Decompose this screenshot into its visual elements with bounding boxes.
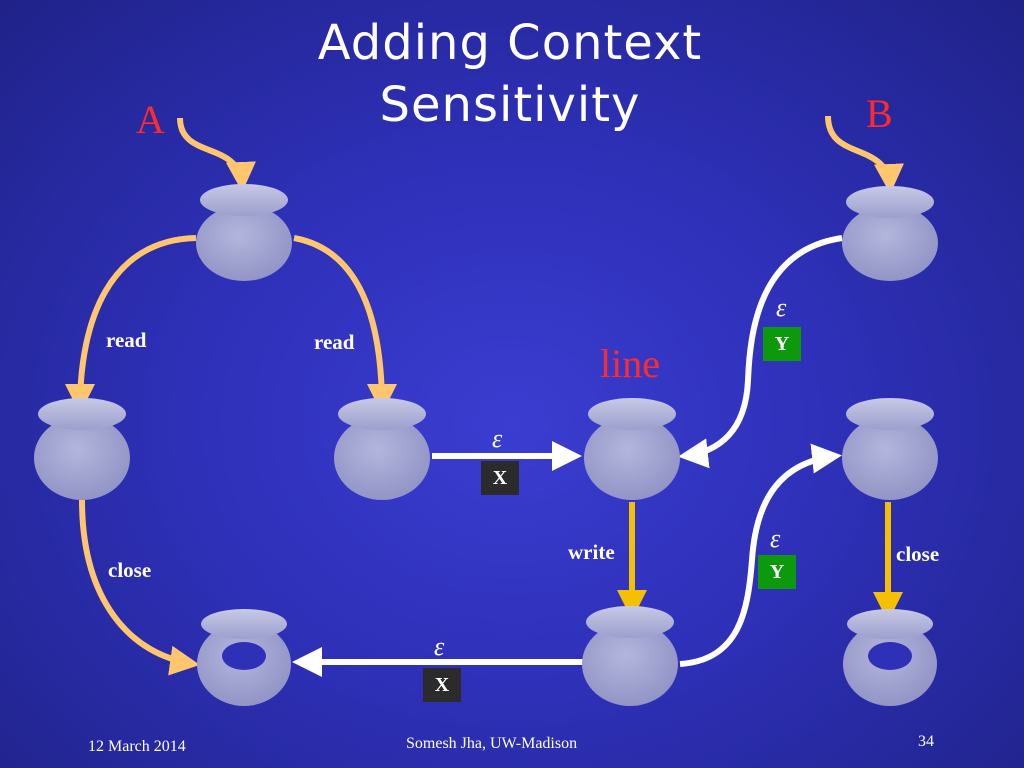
nodes	[34, 184, 938, 706]
title-text: Adding Context Sensitivity	[317, 15, 703, 133]
node-b-exit	[843, 609, 937, 706]
node-a-left	[34, 398, 130, 500]
tag-return-x: X	[423, 668, 461, 702]
page-number: 34	[918, 733, 934, 750]
edge-label-read-left: read	[106, 328, 147, 352]
footer-date: 12 March 2014	[88, 738, 186, 755]
edge-label-close-left: close	[108, 558, 152, 582]
epsilon-call-x: ε	[492, 424, 503, 453]
edge-call-y	[678, 235, 843, 469]
node-line-bottom	[582, 606, 678, 706]
epsilon-return-y: ε	[770, 524, 781, 553]
edge-close-left	[79, 499, 200, 676]
edges	[65, 115, 904, 677]
edge-read-left	[65, 235, 197, 414]
node-a-entry	[196, 184, 292, 281]
node-a-right	[334, 398, 430, 500]
edge-label-read-right: read	[314, 330, 355, 354]
edge-entry-a	[177, 117, 256, 192]
node-line-top	[584, 398, 680, 500]
tag-return-y: Y	[758, 555, 796, 589]
procedure-b-label: B	[866, 91, 893, 136]
edge-read-right	[293, 235, 397, 414]
epsilon-return-x: ε	[434, 632, 445, 661]
procedure-a-label: A	[136, 97, 165, 142]
tag-call-y: Y	[763, 327, 801, 361]
exit-hole	[868, 642, 912, 670]
edge-return-y	[679, 443, 842, 667]
edge-label-write: write	[568, 540, 615, 564]
procedure-line-label: line	[600, 341, 660, 386]
epsilon-call-y: ε	[776, 293, 787, 322]
edge-label-close-right: close	[896, 542, 940, 566]
node-a-exit	[197, 609, 291, 706]
footer-author: Somesh Jha, UW-Madison	[406, 735, 578, 752]
node-b-middle	[842, 398, 938, 500]
exit-hole	[222, 642, 266, 670]
node-b-entry	[842, 186, 938, 281]
edge-entry-b	[825, 115, 904, 194]
tag-call-x: X	[481, 461, 519, 495]
